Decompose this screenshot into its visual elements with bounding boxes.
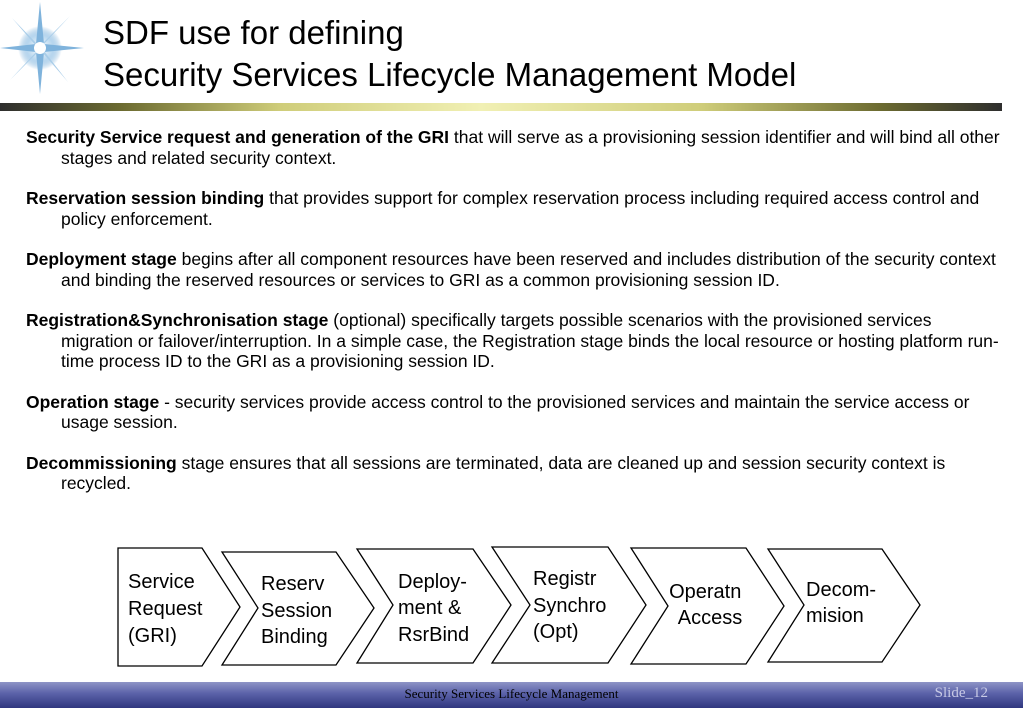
footer-title: Security Services Lifecycle Management <box>404 686 619 701</box>
stage-operation: Operatn Access <box>629 547 785 665</box>
bullet-text: that will serve as a provisioning sessio… <box>61 127 1000 168</box>
stage-label: Service Request (GRI) <box>128 571 208 647</box>
stage-label-line: Deploy- <box>398 571 467 593</box>
lifecycle-flow-diagram: Service Request (GRI) Reserv Session Bin… <box>0 540 1023 675</box>
bullet-item-registration: Registration&Synchronisation stage (opti… <box>26 310 1001 372</box>
bullet-item-deployment: Deployment stage begins after all compon… <box>26 249 1001 290</box>
stage-decommissioning: Decom- mision <box>766 548 921 663</box>
bullet-heading: Reservation session binding <box>26 188 265 208</box>
stage-deployment: Deploy- ment & RsrBind <box>355 548 512 664</box>
bullet-heading: Decommissioning <box>26 452 177 473</box>
star-logo-icon <box>0 0 90 100</box>
bullet-heading: Registration&Synchronisation stage <box>26 310 329 330</box>
stage-label-line: Session <box>261 600 332 622</box>
stage-label-line: Service <box>128 571 195 593</box>
bullet-text: begins after all component resources hav… <box>61 249 996 290</box>
bullet-item-decommissioning: Decommissioning stage ensures that all s… <box>26 453 1001 494</box>
stage-label: Registr Synchro (Opt) <box>533 568 612 643</box>
bullet-text: that provides support for complex reserv… <box>61 188 980 229</box>
stage-label-line: (GRI) <box>128 625 177 647</box>
stage-label-line: Registr <box>533 568 597 590</box>
stage-label-line: Request <box>128 598 203 620</box>
bullet-heading: Deployment stage <box>26 249 177 269</box>
stage-label-line: (Opt) <box>533 621 579 643</box>
bullet-heading: Security Service request and generation … <box>26 127 450 147</box>
stage-label: Deploy- ment & RsrBind <box>398 571 472 646</box>
stage-label-line: ment & <box>398 597 462 619</box>
bullet-item-reservation: Reservation session binding that provide… <box>26 188 1001 229</box>
stage-label-line: Operatn <box>669 581 741 603</box>
slide-title-line-2: Security Services Lifecycle Management M… <box>103 56 797 93</box>
bullet-heading: Operation stage <box>26 391 160 412</box>
stage-label: Reserv Session Binding <box>261 573 338 648</box>
slide-number: Slide_12 <box>934 685 988 701</box>
bullet-item-operation: Operation stage - security services prov… <box>26 392 1001 433</box>
stage-label: Operatn Access <box>669 581 747 629</box>
stage-label-line: RsrBind <box>398 624 469 646</box>
stage-label-line: Decom- <box>806 579 876 601</box>
slide-title-line-1: SDF use for defining <box>103 14 404 51</box>
stage-label-line: Synchro <box>533 595 606 617</box>
bullet-text: stage ensures that all sessions are term… <box>61 452 946 494</box>
stage-registration-sync: Registr Synchro (Opt) <box>490 546 647 664</box>
bullet-list: Security Service request and generation … <box>26 127 1001 514</box>
stage-service-request: Service Request (GRI) <box>117 547 241 667</box>
slide-title: SDF use for defining Security Services L… <box>103 12 796 96</box>
title-divider-bar <box>0 103 1002 111</box>
stage-label: Decom- mision <box>806 579 882 627</box>
stage-label-line: mision <box>806 605 864 627</box>
stage-label-line: Binding <box>261 626 328 648</box>
stage-reservation-binding: Reserv Session Binding <box>220 551 375 666</box>
bullet-text: (optional) specifically targets possible… <box>61 310 999 371</box>
bullet-text: - security services provide access contr… <box>61 391 970 433</box>
bullet-item-service-request: Security Service request and generation … <box>26 127 1001 168</box>
stage-label-line: Access <box>678 607 742 629</box>
stage-label-line: Reserv <box>261 573 324 595</box>
footer-bar <box>0 682 1023 708</box>
